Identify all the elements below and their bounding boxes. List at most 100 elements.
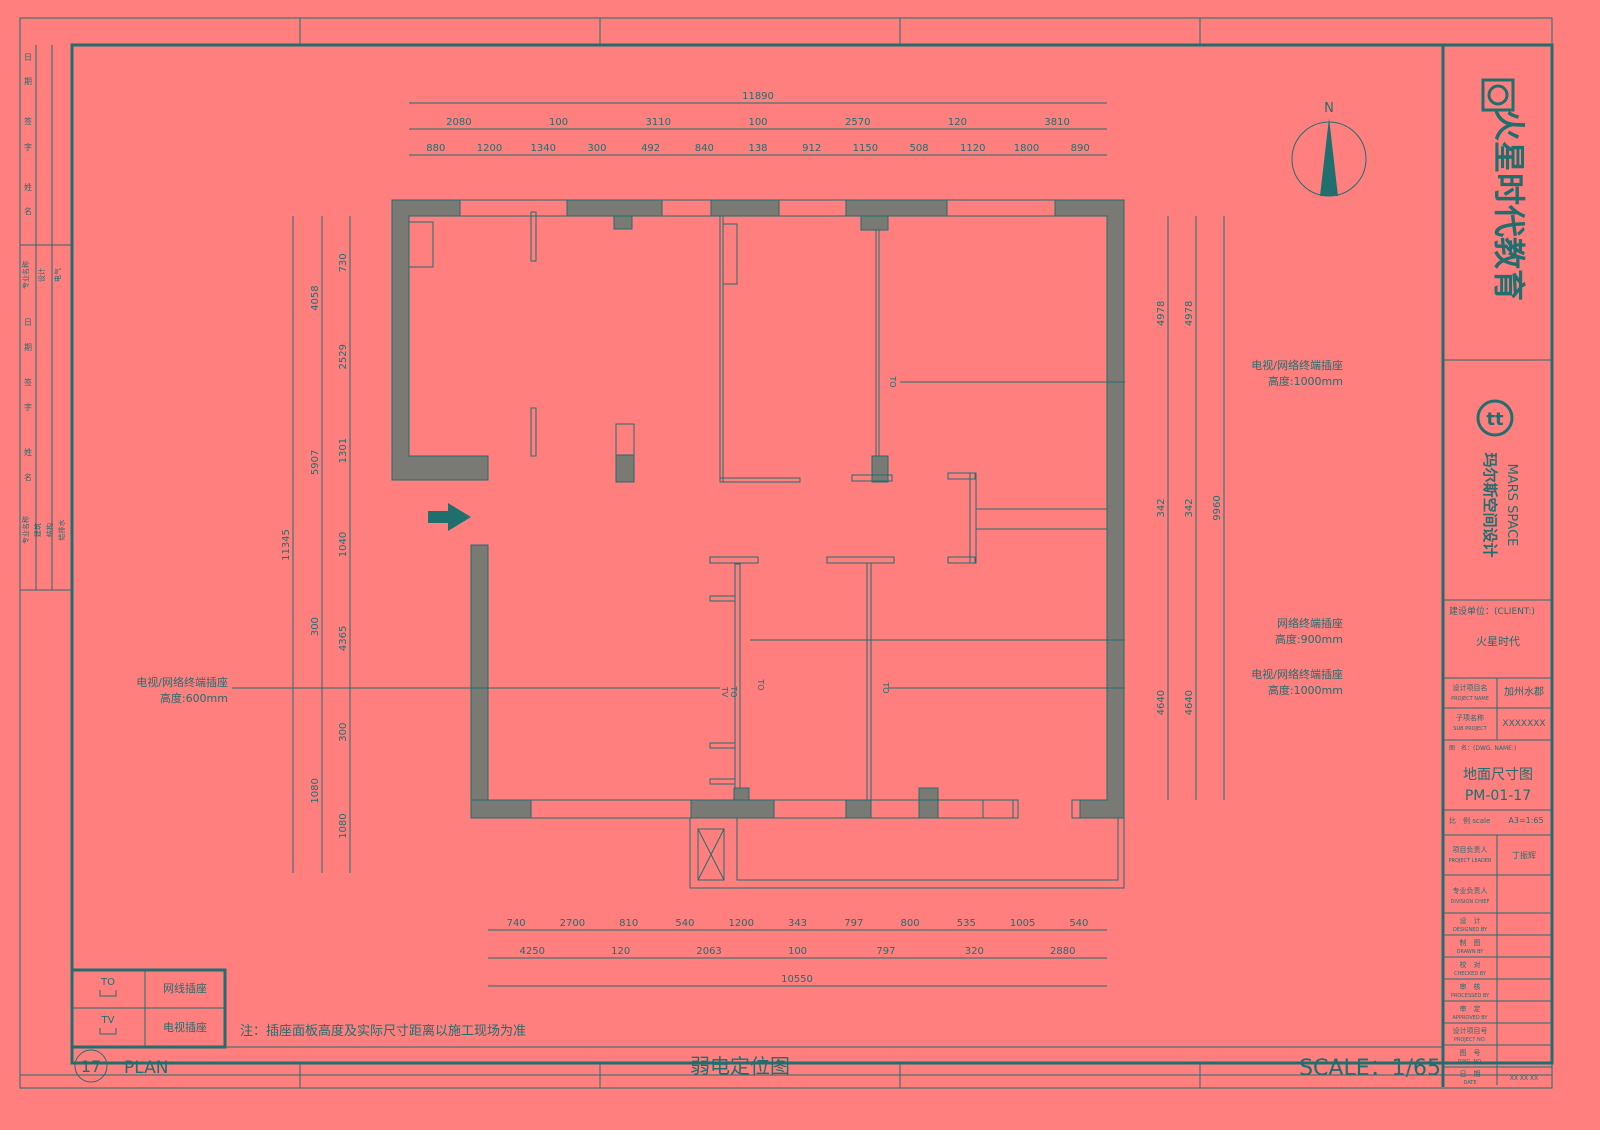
dim-top-row3-6: 138	[748, 143, 767, 154]
dim-top-row3-5: 840	[695, 143, 714, 154]
dim-left-inner-0: 730	[338, 253, 349, 272]
legend-label-tv: 电视插座	[163, 1020, 207, 1034]
annot-r3-line2: 高度:1000mm	[1268, 683, 1343, 697]
annot-l1-line2: 高度:600mm	[160, 691, 228, 705]
leader-label-en: PROJECT LEADER	[1448, 858, 1492, 864]
dim-bottom-row2-6: 2880	[1050, 946, 1075, 957]
brand2-logo: tt 玛尔斯空间设计 MARS SPACE	[1476, 399, 1519, 558]
dim-bottom-row2-3: 100	[788, 946, 807, 957]
dim-top-row3-4: 492	[641, 143, 660, 154]
strip-text-2: 期	[24, 77, 32, 86]
brand2-cn: 玛尔斯空间设计	[1481, 452, 1499, 557]
project-label-en: PROJECT NAME	[1451, 696, 1489, 702]
checked-cn: 校 对	[1460, 960, 1481, 969]
strip-text-6: 名	[24, 206, 32, 216]
approved-en: APPROVED BY	[1452, 1015, 1488, 1021]
dim-right-mid-0: 4978	[1156, 301, 1167, 326]
leader-value: 丁振辉	[1512, 850, 1536, 860]
division-cn: 专业负责人	[1453, 886, 1488, 895]
dim-left-inner-1: 2529	[338, 344, 349, 369]
designed-cn: 设 计	[1460, 916, 1481, 925]
dim-top-row2-6: 3810	[1044, 117, 1069, 128]
dim-bottom-row2-4: 797	[876, 946, 895, 957]
dwg-label: 图 名：(DWG. NAME:)	[1449, 744, 1516, 752]
strip-text-10: 日	[24, 318, 32, 327]
socket-tag-to-4: TO	[881, 681, 890, 693]
floor-plan	[232, 199, 1125, 889]
brand-name: 火星时代教育	[1490, 109, 1528, 301]
title-block: 火星时代教育 tt 玛尔斯空间设计 MARS SPACE 建设单位：(CLIEN…	[1441, 44, 1553, 1087]
dim-left-mid-0: 4058	[310, 285, 321, 310]
strip-text-13: 字	[24, 402, 32, 412]
strip-text-18: 结构	[45, 523, 54, 537]
date-en: DATE	[1463, 1080, 1476, 1086]
footer-plan: PLAN	[124, 1058, 168, 1078]
processed-cn: 审 核	[1460, 982, 1481, 991]
dim-left-inner-6: 1080	[338, 813, 349, 838]
legend-code-tv: TV	[101, 1015, 115, 1026]
north-compass: N	[1291, 101, 1367, 197]
dim-bottom-row1-5: 343	[788, 918, 807, 929]
socket-tag-to-2: TO	[729, 685, 738, 697]
strip-text-12: 签	[24, 377, 32, 387]
dim-right-mid-2: 4640	[1156, 690, 1167, 715]
annot-r1-line1: 电视/网络终端插座	[1251, 358, 1343, 372]
dim-left-inner-5: 300	[338, 723, 349, 742]
dim-top-row3-3: 300	[587, 143, 606, 154]
projno-cn: 设计项目号	[1453, 1026, 1488, 1035]
dim-top-row2-2: 3110	[646, 117, 671, 128]
footer-title: 弱电定位图	[690, 1054, 790, 1078]
date-value: XX XX XX	[1510, 1075, 1538, 1082]
dim-right-inner-0: 4978	[1184, 301, 1195, 326]
sub-value: XXXXXXX	[1502, 719, 1545, 729]
checked-en: CHECKED BY	[1454, 971, 1487, 977]
brand-logo: 火星时代教育	[1481, 78, 1528, 301]
dim-bottom-row1-0: 740	[507, 918, 526, 929]
project-label-cn: 设计项目名	[1453, 683, 1488, 692]
entrance-arrow-icon	[428, 503, 471, 531]
client-label: 建设单位：(CLIENT:)	[1449, 605, 1535, 617]
dim-left-inner-2: 1301	[338, 438, 349, 463]
north-label: N	[1324, 101, 1334, 116]
dim-right-outer: 9960	[1212, 495, 1223, 520]
dim-top-row2-0: 2080	[446, 117, 471, 128]
dim-bottom-row1-7: 800	[900, 918, 919, 929]
projno-en: PROJECT NO.	[1454, 1037, 1487, 1043]
scale-label: 比 例 scale	[1449, 816, 1490, 825]
left-revision-strip: 日 期 签 字 姓 名 专业名称 设计 电气 日 期 签 字 姓 名 专业名称 …	[20, 45, 72, 591]
division-en: DIVISION CHIEF	[1451, 899, 1490, 905]
strip-text-5: 姓	[24, 182, 32, 192]
annot-r1-line2: 高度:1000mm	[1268, 374, 1343, 388]
leader-label-cn: 项目负责人	[1453, 845, 1488, 854]
footer: 17 PLAN 弱电定位图 SCALE：1/65	[72, 1046, 1443, 1083]
annot-r2-line2: 高度:900mm	[1275, 632, 1343, 646]
dimensions	[292, 102, 1225, 987]
date-cn: 日 期	[1460, 1070, 1481, 1078]
processed-en: PROCESSED BY	[1451, 993, 1490, 999]
dim-top-row2-3: 100	[748, 117, 767, 128]
dim-top-row3-8: 1150	[853, 143, 878, 154]
socket-tags: TO TV TO TO TO	[720, 375, 897, 697]
dim-bottom-row2-5: 320	[965, 946, 984, 957]
dwgno-cn: 图 号	[1460, 1049, 1481, 1057]
strip-text-9: 电气	[53, 268, 62, 282]
dim-bottom-row2-1: 120	[611, 946, 630, 957]
annot-r3-line1: 电视/网络终端插座	[1251, 667, 1343, 681]
annotations: 电视/网络终端插座 高度:1000mm 网络终端插座 高度:900mm 电视/网…	[136, 358, 1343, 705]
strip-text-8: 设计	[37, 268, 46, 282]
strip-text-17: 建筑	[33, 523, 42, 537]
dim-left-mid-2: 300	[310, 617, 321, 636]
strip-text-19: 给排水	[57, 520, 66, 541]
dim-bottom-row1-6: 797	[844, 918, 863, 929]
socket-tag-to: TO	[888, 375, 897, 387]
strip-text-7: 专业名称	[21, 261, 30, 289]
dim-bottom-row1-4: 1200	[729, 918, 754, 929]
strip-text-16: 专业名称	[21, 516, 30, 544]
dim-bottom-row1-1: 2700	[560, 918, 585, 929]
project-value: 加州水郡	[1504, 686, 1544, 698]
dwg-code: PM-01-17	[1465, 788, 1531, 804]
sub-label-cn: 子项名称	[1456, 713, 1484, 722]
annot-r2-line1: 网络终端插座	[1277, 616, 1343, 630]
